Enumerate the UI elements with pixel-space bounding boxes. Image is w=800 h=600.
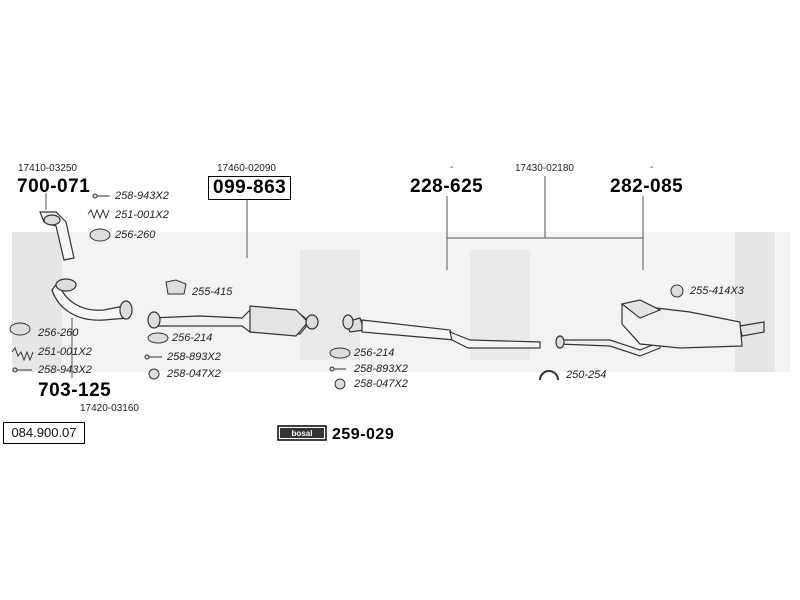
accessory-label: 258-047X2 (354, 378, 408, 390)
part-number-228-625: 228-625 (410, 176, 484, 197)
center-pipe (342, 314, 541, 349)
spring-icon (11, 346, 34, 362)
bolt-icon (92, 193, 110, 199)
rear-muffler (555, 299, 765, 357)
kit-part-number: 259-029 (332, 426, 395, 443)
leader-lines (45, 176, 644, 378)
accessory-label: 258-943X2 (115, 190, 169, 202)
clamp-icon (539, 370, 559, 381)
nut-icon (334, 378, 346, 390)
bolt-icon (144, 354, 162, 360)
accessory-label: 255-415 (192, 286, 233, 298)
part-number-282-085: 282-085 (610, 176, 684, 197)
bosal-logo (277, 425, 327, 441)
watermark-band (12, 232, 790, 372)
front-pipe-bent (51, 278, 133, 321)
gasket-icon (147, 332, 169, 344)
front-pipe-small (39, 211, 75, 261)
gasket-icon (9, 322, 31, 336)
gasket-icon (329, 347, 351, 359)
accessory-label: 256-214 (354, 347, 395, 359)
catalyst (147, 305, 319, 337)
dash-right: - (650, 162, 654, 173)
watermark (12, 232, 790, 372)
accessory-label: 256-260 (38, 327, 79, 339)
accessory-icons (9, 193, 684, 390)
spring-icon (87, 208, 110, 220)
gasket-icon (89, 228, 111, 242)
oem-number-front-top: 17410-03250 (18, 163, 77, 174)
accessory-label: 250-254 (566, 369, 607, 381)
accessory-label: 256-214 (172, 332, 213, 344)
accessory-label: 258-943X2 (38, 364, 92, 376)
catalog-number: 084.900.07 (3, 422, 85, 444)
hanger-icon (165, 279, 187, 295)
bolt-icon (12, 367, 32, 373)
part-number-703-125: 703-125 (38, 380, 112, 401)
oem-number-front-bottom: 17420-03160 (80, 403, 139, 414)
accessory-label: 256-260 (115, 229, 156, 241)
bosal-logo-text: bosal (292, 429, 313, 438)
part-number-700-071: 700-071 (17, 176, 91, 197)
dash-left: - (450, 162, 454, 173)
oem-number-rear: 17430-02180 (515, 163, 574, 174)
accessory-label: 258-047X2 (167, 368, 221, 380)
oem-number-catalyst: 17460-02090 (217, 163, 276, 174)
accessory-label: 258-893X2 (167, 351, 221, 363)
part-number-099-863: 099-863 (208, 176, 292, 200)
nut-icon (670, 284, 684, 298)
accessory-label: 258-893X2 (354, 363, 408, 375)
accessory-label: 255-414X3 (690, 285, 744, 297)
nut-icon (148, 368, 160, 380)
accessory-label: 251-001X2 (38, 346, 92, 358)
accessory-label: 251-001X2 (115, 209, 169, 221)
bolt-icon (329, 366, 346, 372)
